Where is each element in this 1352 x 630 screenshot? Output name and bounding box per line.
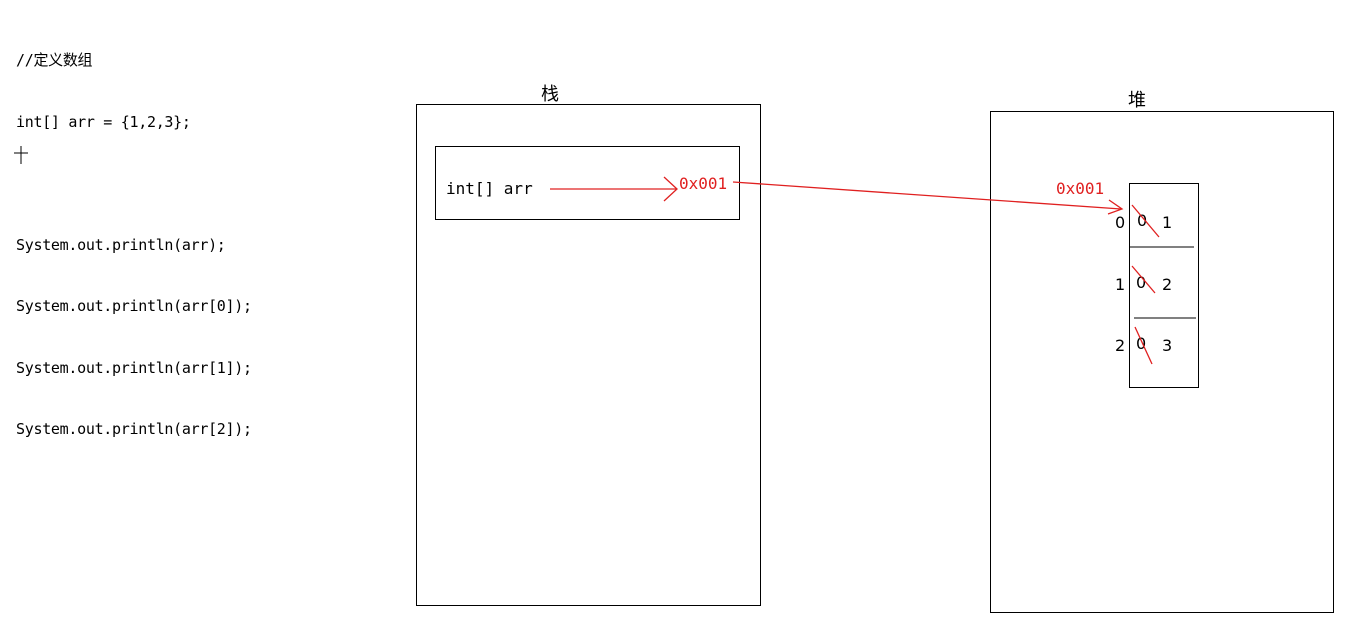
stack-address-label: 0x001 [679, 174, 728, 193]
heap-cell-old-value-0: 0 [1137, 211, 1148, 230]
heap-cell-new-value-2: 3 [1162, 336, 1173, 355]
code-line-declaration: int[] arr = {1,2,3}; [16, 112, 191, 131]
heap-cell-index-1: 1 [1115, 275, 1126, 294]
heap-array-box [1129, 183, 1199, 388]
code-line-blank [16, 173, 252, 194]
heap-title: 堆 [1128, 90, 1146, 111]
heap-cell-new-value-0: 1 [1162, 213, 1173, 232]
code-line-print-arr: System.out.println(arr); [16, 235, 226, 254]
text-cursor-icon [14, 146, 28, 164]
heap-address-label: 0x001 [1056, 179, 1105, 198]
stack-frame [416, 104, 761, 606]
heap-cell-new-value-1: 2 [1162, 275, 1173, 294]
heap-cell-old-value-2: 0 [1136, 334, 1147, 353]
heap-frame [990, 111, 1334, 613]
code-snippet: //定义数组 int[] arr = {1,2,3}; System.out.p… [16, 9, 252, 460]
code-line-print-arr-1: System.out.println(arr[1]); [16, 358, 252, 377]
heap-cell-old-value-1: 0 [1136, 273, 1147, 292]
code-line-comment: //定义数组 [16, 51, 93, 69]
heap-cell-index-0: 0 [1115, 213, 1126, 232]
code-line-print-arr-2: System.out.println(arr[2]); [16, 420, 252, 438]
stack-variable-label: int[] arr [446, 179, 533, 198]
code-line-print-arr-0: System.out.println(arr[0]); [16, 297, 252, 315]
stack-title: 栈 [541, 84, 559, 105]
heap-cell-index-2: 2 [1115, 336, 1126, 355]
